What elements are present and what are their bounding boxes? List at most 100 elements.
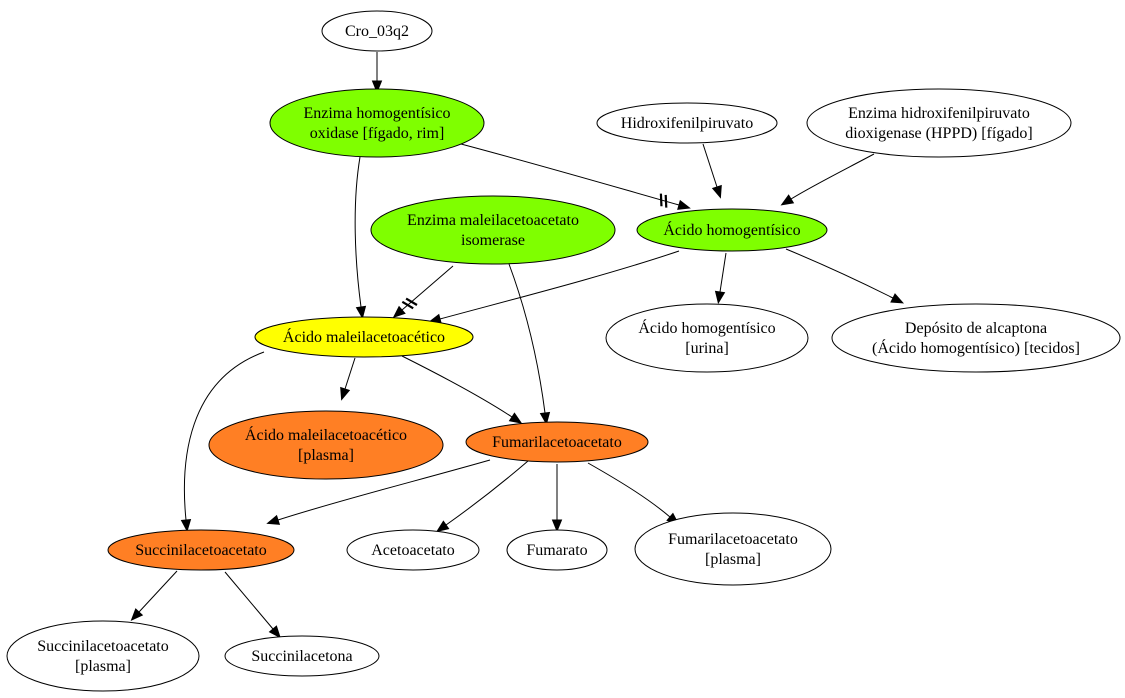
arrowhead-icon bbox=[677, 199, 691, 210]
arrowhead-icon bbox=[435, 520, 450, 533]
node-label: Depósito de alcaptona bbox=[905, 320, 1047, 337]
edge-line bbox=[702, 143, 718, 188]
node-label: Succinilacetona bbox=[251, 648, 352, 665]
edge-succinil-to-succinil_plasma bbox=[130, 570, 178, 622]
node-ellipse bbox=[269, 88, 485, 158]
arrowhead-icon bbox=[711, 184, 722, 199]
edge-enz_hgo-to-acido_mal bbox=[354, 156, 367, 320]
node-acido-hg-urina[interactable]: Ácido homogentísico [urina] bbox=[605, 303, 809, 373]
node-ellipse bbox=[224, 635, 380, 677]
arrowhead-icon bbox=[539, 411, 551, 426]
node-acido-mal[interactable]: Ácido maleilacetoacético bbox=[254, 316, 474, 358]
node-hidroxi[interactable]: Hidroxifenilpiruvato bbox=[596, 102, 778, 144]
node-label: Ácido maleilacetoacético bbox=[283, 327, 445, 346]
arrowhead-icon bbox=[266, 514, 281, 525]
edges-layer bbox=[130, 52, 905, 639]
edge-acido_mal-to-succinil bbox=[180, 351, 265, 533]
node-label: Ácido homogentísico bbox=[638, 318, 775, 337]
arrowhead-icon bbox=[780, 194, 795, 206]
node-ellipse bbox=[636, 208, 828, 252]
edge-line bbox=[344, 357, 356, 390]
node-label: Acetoacetato bbox=[371, 542, 455, 559]
edge-enz_hppd-to-acido_hg bbox=[780, 153, 875, 206]
edge-line bbox=[401, 355, 513, 418]
edge-line bbox=[439, 250, 680, 320]
edge-line bbox=[508, 263, 546, 414]
node-ellipse bbox=[806, 88, 1072, 158]
edge-fumaril-to-succinil bbox=[266, 459, 491, 525]
node-label: [plasma] bbox=[705, 551, 761, 568]
node-ellipse bbox=[465, 421, 649, 463]
node-deposito[interactable]: Depósito de alcaptona(Ácido homogentísic… bbox=[831, 303, 1121, 373]
node-fumaril-plasma[interactable]: Fumarilacetoacetato[plasma] bbox=[634, 512, 832, 586]
edge-acido_hg-to-acido_hg_urina bbox=[714, 252, 727, 305]
node-fumaril[interactable]: Fumarilacetoacetato bbox=[465, 421, 649, 463]
edge-enz_mai-to-fumaril bbox=[508, 263, 551, 426]
node-label: Hidroxifenilpiruvato bbox=[621, 115, 753, 132]
node-label: [plasma] bbox=[298, 447, 354, 464]
node-ellipse bbox=[321, 10, 433, 52]
arrowhead-icon bbox=[551, 519, 563, 533]
edge-acido_mal-to-acido_mal_plasma bbox=[340, 357, 356, 401]
edge-fumaril-to-acetoacetato bbox=[435, 460, 529, 533]
node-label: Fumarilacetoacetato bbox=[492, 434, 622, 451]
node-acido-mal-plasma[interactable]: Ácido maleilacetoacético[plasma] bbox=[208, 410, 444, 480]
node-enz-hgo[interactable]: Enzima homogentísico oxidase [fígado, rim… bbox=[269, 88, 485, 158]
node-label: [urina] bbox=[685, 340, 729, 357]
node-label: Cro_03q2 bbox=[345, 23, 409, 40]
node-ellipse bbox=[506, 529, 608, 571]
node-succinil[interactable]: Succinilacetoacetato bbox=[107, 529, 295, 571]
node-ellipse bbox=[346, 529, 480, 571]
arrowhead-icon bbox=[268, 625, 281, 639]
node-label: Ácido homogentísico bbox=[663, 220, 800, 239]
edge-line bbox=[183, 351, 265, 521]
inhibition-tick-icon bbox=[659, 193, 663, 207]
arrowhead-icon bbox=[340, 386, 351, 401]
node-acetoacetato[interactable]: Acetoacetato bbox=[346, 529, 480, 571]
node-label: (Ácido homogentísico) [tecidos] bbox=[872, 338, 1080, 357]
node-label: oxidase [fígado, rim] bbox=[310, 125, 445, 142]
arrowhead-icon bbox=[371, 80, 383, 94]
arrowhead-icon bbox=[355, 305, 367, 320]
node-succinilacetona[interactable]: Succinilacetona bbox=[224, 635, 380, 677]
edge-acido_hg-to-deposito bbox=[785, 248, 905, 304]
node-ellipse bbox=[208, 410, 444, 480]
node-succinil-plasma[interactable]: Succinilacetoacetato[plasma] bbox=[6, 620, 200, 692]
edge-acido_mal-to-fumaril bbox=[401, 355, 523, 424]
edge-line bbox=[445, 460, 529, 526]
edge-line bbox=[460, 143, 680, 206]
arrowhead-icon bbox=[508, 412, 523, 424]
edge-line bbox=[138, 570, 178, 613]
node-ellipse bbox=[831, 303, 1121, 373]
edge-line bbox=[785, 248, 894, 299]
node-cro[interactable]: Cro_03q2 bbox=[321, 10, 433, 52]
node-label: Fumarato bbox=[526, 542, 587, 559]
edge-line bbox=[277, 459, 491, 521]
node-ellipse bbox=[596, 102, 778, 144]
node-ellipse bbox=[107, 529, 295, 571]
node-ellipse bbox=[254, 316, 474, 358]
edge-succinil-to-succinilacetona bbox=[224, 571, 281, 639]
inhibition-tick-icon bbox=[664, 194, 668, 208]
arrowhead-icon bbox=[890, 293, 905, 304]
arrowhead-icon bbox=[714, 290, 726, 305]
node-acido-hg[interactable]: Ácido homogentísico bbox=[636, 208, 828, 252]
node-ellipse bbox=[634, 512, 832, 586]
edge-fumaril-to-fumaril_plasma bbox=[587, 462, 680, 525]
arrowhead-icon bbox=[130, 608, 144, 622]
node-label: Enzima maleilacetoacetato bbox=[407, 212, 579, 229]
node-ellipse bbox=[370, 195, 616, 265]
edge-fumaril-to-fumarato bbox=[551, 464, 563, 533]
node-fumarato[interactable]: Fumarato bbox=[506, 529, 608, 571]
node-label: Enzima hidroxifenilpiruvato bbox=[848, 105, 1030, 122]
edge-line bbox=[790, 153, 875, 200]
node-label: [plasma] bbox=[75, 658, 131, 675]
node-ellipse bbox=[6, 620, 200, 692]
node-label: Enzima homogentísico bbox=[303, 105, 450, 122]
arrowhead-icon bbox=[392, 305, 406, 319]
edge-cro-to-enz_hgo bbox=[371, 52, 383, 94]
